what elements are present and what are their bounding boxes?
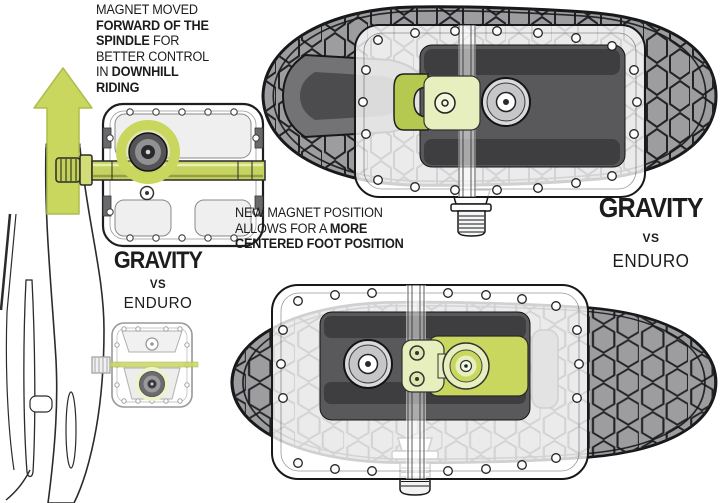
enduro-magnet bbox=[139, 371, 165, 397]
gravity-pedal-bolt-dot bbox=[145, 191, 149, 195]
note-line: SPINDLE FOR bbox=[96, 33, 180, 48]
top-pedal-grip-bar2 bbox=[424, 139, 620, 165]
enduro-label: ENDURO bbox=[612, 251, 690, 271]
gravity-pedal-lobe-bl bbox=[114, 199, 172, 237]
bottom-pedal-pins bbox=[276, 288, 584, 476]
gravity-label: GRAVITY bbox=[113, 247, 203, 274]
enduro-pedal-top-view bbox=[91, 322, 199, 408]
note-line: CENTERED FOOT POSITION bbox=[235, 236, 404, 251]
frame-blade bbox=[23, 279, 36, 478]
enduro-spindle-axis-line bbox=[109, 361, 199, 368]
top-magnet-screw-dot bbox=[441, 99, 449, 107]
top-pedal-overlay bbox=[354, 24, 646, 198]
comparison-left: GRAVITY VS ENDURO bbox=[94, 246, 222, 313]
gravity-label: GRAVITY bbox=[599, 192, 704, 223]
highlight-mark-right-icon bbox=[204, 246, 217, 272]
bottom-pedal-overlay bbox=[271, 284, 589, 480]
gravity-pedal-lobe-br bbox=[194, 199, 252, 237]
bottom-magnet-bracket bbox=[401, 339, 490, 393]
note-line: ALLOWS FOR A MORE bbox=[235, 220, 368, 236]
comparison-right: GRAVITY VS ENDURO bbox=[583, 191, 719, 272]
spindle-thread-lines bbox=[60, 159, 77, 181]
bottom-spindle-end bbox=[343, 339, 393, 389]
top-spindle-end bbox=[481, 77, 531, 127]
highlight-mark-left-icon bbox=[99, 249, 112, 275]
note-line: NEW MAGNET POSITION bbox=[235, 205, 383, 220]
frame-tube-line-2 bbox=[5, 213, 17, 471]
note-line: RIDING bbox=[96, 79, 140, 95]
spindle-segments bbox=[111, 161, 253, 180]
crank-slot bbox=[65, 391, 77, 469]
vs-label: VS bbox=[149, 279, 167, 291]
gravity-pedal-top-view bbox=[55, 102, 266, 248]
vs-label: VS bbox=[642, 231, 660, 245]
bike-crank-arm bbox=[0, 143, 105, 503]
enduro-axle-thread-lines bbox=[94, 358, 108, 372]
gravity-label-left-wrap: GRAVITY bbox=[99, 246, 217, 275]
gravity-label-right-wrap: GRAVITY bbox=[583, 191, 719, 224]
highlight-mark-left-icon bbox=[583, 194, 597, 224]
highlight-mark-right-icon bbox=[705, 191, 719, 221]
gravity-magnet bbox=[128, 132, 168, 172]
crank-bottom-curve bbox=[5, 469, 31, 501]
note-line: BETTER CONTROL bbox=[96, 48, 210, 64]
crank-arm-body bbox=[44, 147, 105, 503]
note-line: IN DOWNHILL bbox=[96, 64, 179, 79]
note-line: MAGNET MOVED bbox=[96, 2, 198, 17]
note-line: FORWARD OF THE bbox=[96, 17, 209, 33]
top-pedal-pins bbox=[358, 26, 642, 195]
enduro-pedal-screw-dot bbox=[150, 342, 154, 346]
top-magnet-screw bbox=[434, 92, 456, 114]
frame-tube-line bbox=[0, 213, 12, 311]
shoe-sole-with-enduro-pedal bbox=[230, 284, 718, 496]
bottom-pedal-contour bbox=[280, 292, 580, 472]
crank-cutout bbox=[29, 395, 53, 413]
spindle-collar bbox=[79, 154, 93, 186]
shoe-sole-with-gravity-pedal bbox=[261, 5, 718, 237]
enduro-label: ENDURO bbox=[123, 295, 193, 312]
top-pedal-grip-bar1 bbox=[424, 49, 620, 75]
